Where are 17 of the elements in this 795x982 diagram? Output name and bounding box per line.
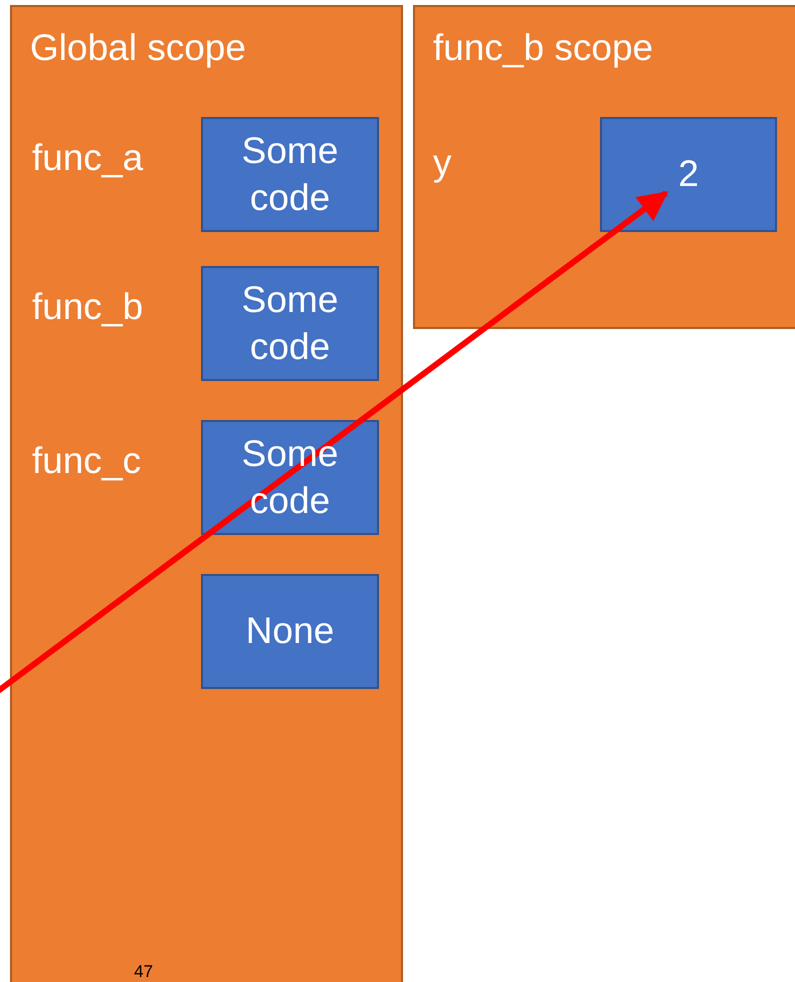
value-text: 2	[678, 152, 699, 196]
value-text: Some code	[240, 278, 340, 368]
value-box	[201, 574, 379, 689]
scope-title: func_b scope	[433, 26, 654, 70]
scope-title: Global scope	[30, 26, 246, 70]
scope-panel	[10, 5, 403, 982]
value-box	[201, 117, 379, 232]
value-text: Some code	[240, 129, 340, 220]
value-box	[600, 117, 777, 232]
value-box	[201, 266, 379, 381]
variable-name: func_a	[32, 137, 144, 179]
scope-panel	[413, 5, 795, 329]
variable-name: func_b	[32, 286, 144, 328]
variable-name: y	[433, 142, 452, 184]
value-text: None	[246, 609, 334, 654]
variable-name: func_c	[32, 440, 142, 482]
page-number: 47	[134, 962, 153, 982]
